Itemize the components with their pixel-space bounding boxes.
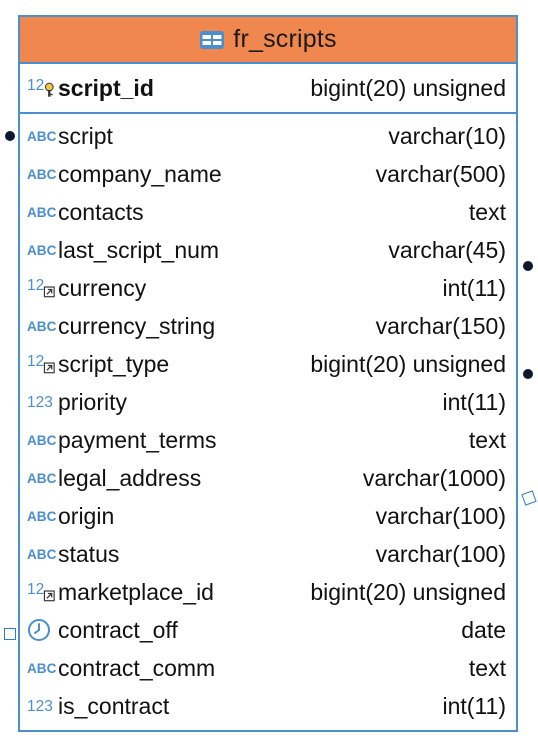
- column-name: status: [58, 540, 120, 567]
- column-type: text: [468, 654, 506, 681]
- svg-text:123: 123: [27, 698, 53, 715]
- column-name: contacts: [58, 198, 144, 225]
- column-name: script_id: [58, 74, 154, 101]
- svg-text:12: 12: [27, 581, 44, 598]
- abc-icon: ABC: [20, 124, 58, 148]
- svg-text:123: 123: [27, 394, 53, 411]
- column-name: payment_terms: [58, 426, 217, 453]
- numeric-key-icon: 12: [20, 76, 58, 100]
- column-type: text: [468, 426, 506, 453]
- primary-key-row[interactable]: 12 script_id bigint(20) unsigned: [20, 64, 516, 114]
- column-type: bigint(20) unsigned: [310, 74, 506, 101]
- relation-connector-dot[interactable]: [5, 131, 15, 141]
- column-type: date: [461, 616, 506, 643]
- svg-text:ABC: ABC: [27, 243, 57, 258]
- column-name: origin: [58, 502, 115, 529]
- svg-text:ABC: ABC: [27, 509, 57, 524]
- column-row-marketplace-id[interactable]: 12 marketplace_id bigint(20) unsigned: [20, 573, 516, 611]
- column-name: contract_off: [58, 616, 178, 643]
- column-row-contract-off[interactable]: contract_off date: [20, 611, 516, 649]
- table-header[interactable]: fr_scripts: [20, 17, 516, 64]
- svg-text:ABC: ABC: [27, 547, 57, 562]
- relation-connector-square[interactable]: [4, 628, 16, 640]
- column-type: text: [468, 198, 506, 225]
- clock-icon: [20, 618, 58, 642]
- abc-icon: ABC: [20, 314, 58, 338]
- svg-text:ABC: ABC: [27, 167, 57, 182]
- abc-icon: ABC: [20, 656, 58, 680]
- column-name: marketplace_id: [58, 578, 214, 605]
- column-row-is-contract[interactable]: 123 is_contract int(11): [20, 687, 516, 725]
- column-type: bigint(20) unsigned: [310, 578, 506, 605]
- numeric-icon: 123: [20, 390, 58, 414]
- column-type: varchar(150): [375, 312, 506, 339]
- abc-icon: ABC: [20, 238, 58, 262]
- column-type: varchar(1000): [362, 464, 506, 491]
- table-icon: [200, 30, 225, 49]
- svg-text:ABC: ABC: [27, 661, 57, 676]
- abc-icon: ABC: [20, 542, 58, 566]
- relation-connector-dot[interactable]: [523, 369, 533, 379]
- column-name: currency_string: [58, 312, 216, 339]
- column-name: script: [58, 122, 113, 149]
- svg-text:ABC: ABC: [27, 433, 57, 448]
- column-name: company_name: [58, 160, 222, 187]
- svg-text:ABC: ABC: [27, 471, 57, 486]
- column-type: varchar(10): [388, 122, 506, 149]
- column-name: priority: [58, 388, 128, 415]
- column-type: int(11): [442, 274, 507, 301]
- column-type: varchar(45): [388, 236, 506, 263]
- numeric-icon: 123: [20, 694, 58, 718]
- table-title: fr_scripts: [233, 25, 337, 53]
- numeric-fk-icon: 12: [20, 580, 58, 604]
- svg-text:ABC: ABC: [27, 129, 57, 144]
- svg-text:ABC: ABC: [27, 319, 57, 334]
- abc-icon: ABC: [20, 200, 58, 224]
- numeric-fk-icon: 12: [20, 352, 58, 376]
- abc-icon: ABC: [20, 162, 58, 186]
- table-card-fr-scripts[interactable]: fr_scripts 12 script_id bigint(20) unsig…: [18, 15, 518, 732]
- column-row-priority[interactable]: 123 priority int(11): [20, 383, 516, 421]
- column-row-script-type[interactable]: 12 script_type bigint(20) unsigned: [20, 345, 516, 383]
- svg-text:12: 12: [27, 353, 44, 370]
- column-name: legal_address: [58, 464, 202, 491]
- column-name: last_script_num: [58, 236, 220, 263]
- column-type: bigint(20) unsigned: [310, 350, 506, 377]
- svg-text:12: 12: [27, 77, 44, 94]
- column-name: currency: [58, 274, 147, 301]
- abc-icon: ABC: [20, 428, 58, 452]
- relation-connector-square[interactable]: [521, 490, 537, 506]
- column-type: varchar(100): [375, 502, 506, 529]
- svg-text:ABC: ABC: [27, 205, 57, 220]
- column-name: contract_comm: [58, 654, 216, 681]
- svg-text:12: 12: [27, 277, 44, 294]
- column-name: is_contract: [58, 692, 170, 719]
- relation-connector-dot[interactable]: [523, 261, 533, 271]
- abc-icon: ABC: [20, 466, 58, 490]
- abc-icon: ABC: [20, 504, 58, 528]
- column-name: script_type: [58, 350, 170, 377]
- column-type: varchar(100): [375, 540, 506, 567]
- column-type: int(11): [442, 692, 507, 719]
- column-type: int(11): [442, 388, 507, 415]
- column-row-currency[interactable]: 12 currency int(11): [20, 269, 516, 307]
- column-type: varchar(500): [375, 160, 506, 187]
- numeric-fk-icon: 12: [20, 276, 58, 300]
